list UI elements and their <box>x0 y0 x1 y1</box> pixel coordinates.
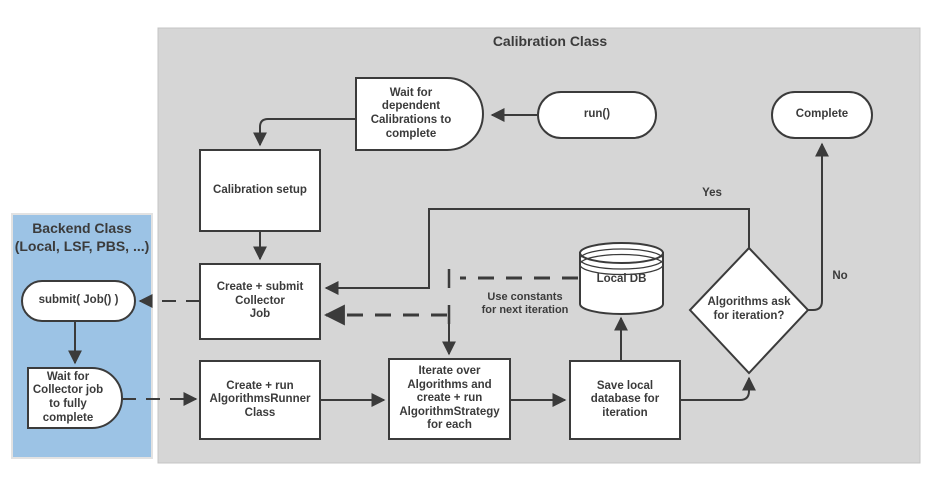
edge-decision-yes-to-create-submit <box>324 208 750 295</box>
node-run[interactable] <box>537 91 657 139</box>
edge-decision-no-to-complete <box>808 142 829 311</box>
node-wait-collector[interactable] <box>27 367 123 429</box>
edge-save-database-to-decision <box>680 376 756 401</box>
node-wait-dependent[interactable] <box>355 77 484 151</box>
node-calibration-setup[interactable] <box>199 149 321 232</box>
node-submit-job[interactable] <box>21 280 136 322</box>
node-iterate-algorithms[interactable] <box>388 358 511 440</box>
node-create-submit-collector[interactable] <box>199 263 321 340</box>
edge-wait-dependent-to-calibration-setup <box>253 118 356 147</box>
node-save-local-database[interactable] <box>569 360 681 440</box>
node-create-run-algorithmsrunner[interactable] <box>199 360 321 440</box>
node-local-db[interactable] <box>579 242 664 315</box>
node-decision-iteration[interactable] <box>688 246 810 375</box>
node-complete[interactable] <box>771 91 873 139</box>
